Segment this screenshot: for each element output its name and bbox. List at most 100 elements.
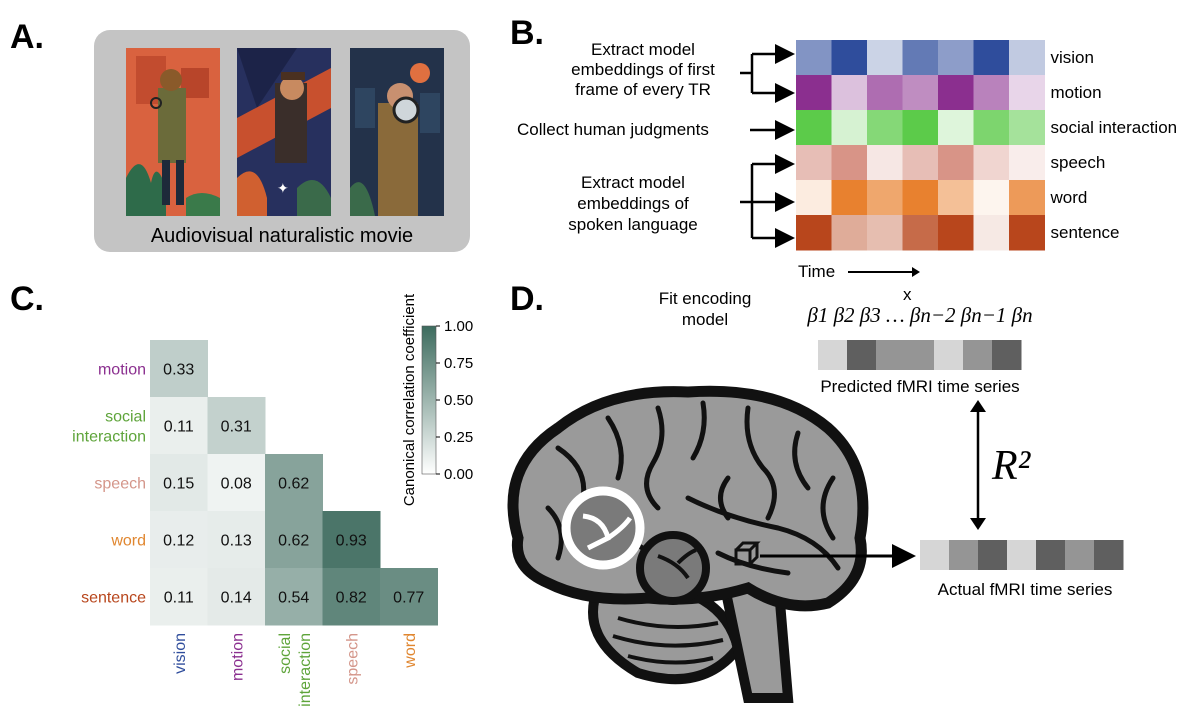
heatmap-cell bbox=[322, 511, 381, 569]
heatmap-cell bbox=[265, 511, 323, 569]
feature-cell bbox=[1009, 75, 1045, 111]
heatmap-cell bbox=[322, 568, 381, 626]
voxel-cube bbox=[734, 541, 761, 566]
heatmap-col-label: social bbox=[277, 633, 294, 674]
roi-black-circle bbox=[636, 531, 710, 605]
feature-cell bbox=[973, 215, 1010, 251]
heatmap-cell bbox=[380, 568, 438, 626]
panel-a-letter: A. bbox=[10, 18, 44, 56]
movie-still-2: ✦ bbox=[237, 48, 331, 216]
heatmap-value-label: 0.54 bbox=[278, 590, 309, 607]
feature-cell bbox=[973, 75, 1010, 111]
multiply-x-label: x bbox=[903, 285, 912, 304]
actual-series bbox=[920, 540, 1124, 570]
colorbar-tick-05: 0.50 bbox=[444, 392, 473, 409]
heatmap-cell bbox=[150, 397, 208, 455]
feature-cell bbox=[831, 40, 868, 76]
feature-cell bbox=[902, 75, 939, 111]
heatmap-row-label: social bbox=[105, 409, 146, 426]
heatmap-cell bbox=[207, 397, 266, 455]
heatmap-cell bbox=[265, 454, 323, 512]
movie-still-1 bbox=[126, 48, 220, 216]
feature-cell bbox=[1009, 145, 1045, 181]
actual-series-cell bbox=[920, 540, 950, 570]
colorbar-tick-1: 1.00 bbox=[444, 318, 473, 335]
heatmap-cell bbox=[265, 568, 323, 626]
heatmap-cell bbox=[207, 568, 266, 626]
r-squared-label: R² bbox=[992, 443, 1031, 489]
heatmap-row-label: speech bbox=[94, 476, 146, 493]
movie-still-3 bbox=[350, 48, 444, 216]
predicted-series-cell bbox=[963, 340, 993, 370]
feature-cell bbox=[938, 145, 974, 181]
feature-cell bbox=[1009, 40, 1045, 76]
heatmap-value-label: 0.93 bbox=[336, 533, 367, 550]
heatmap-value-label: 0.31 bbox=[221, 419, 252, 436]
feature-cell bbox=[938, 40, 974, 76]
time-arrow bbox=[848, 267, 920, 277]
colorbar-label: Canonical correlation coefficient bbox=[401, 293, 418, 506]
feature-row-label: sentence bbox=[1051, 223, 1120, 242]
extract-visual-label: Extract model embeddings of first frame … bbox=[571, 40, 715, 99]
heatmap-col-label: vision bbox=[172, 633, 189, 674]
colorbar-tick-0: 0.00 bbox=[444, 466, 473, 483]
predicted-series bbox=[818, 340, 1022, 370]
feature-cell bbox=[796, 180, 832, 216]
panel-c-letter: C. bbox=[10, 280, 44, 318]
heatmap-value-label: 0.14 bbox=[221, 590, 252, 607]
extract-language-label: Extract model embeddings of spoken langu… bbox=[568, 173, 698, 234]
feature-row-label: word bbox=[1050, 188, 1088, 207]
heatmap-cell bbox=[150, 511, 208, 569]
heatmap-col-label: interaction bbox=[297, 633, 314, 707]
feature-cell bbox=[796, 40, 832, 76]
feature-cell bbox=[902, 180, 939, 216]
svg-text:✦: ✦ bbox=[277, 180, 289, 196]
heatmap-row-label: sentence bbox=[81, 590, 146, 607]
feature-cell bbox=[831, 180, 868, 216]
heatmap-row-label: word bbox=[110, 533, 146, 550]
beta-coefficients: β1 β2 β3 … βn−2 βn−1 βn bbox=[807, 303, 1033, 327]
heatmap-value-label: 0.62 bbox=[278, 533, 309, 550]
feature-cell bbox=[867, 40, 903, 76]
heatmap-cell bbox=[150, 340, 208, 398]
feature-cell bbox=[796, 215, 832, 251]
feature-cell bbox=[867, 145, 903, 181]
feature-cell bbox=[796, 110, 832, 146]
feature-cell bbox=[1009, 110, 1045, 146]
colorbar: 1.00 0.75 0.50 0.25 0.00 Canonical corre… bbox=[401, 293, 473, 506]
feature-cell bbox=[902, 145, 939, 181]
heatmap-value-label: 0.77 bbox=[393, 590, 424, 607]
predicted-series-cell bbox=[905, 340, 935, 370]
feature-cell bbox=[973, 180, 1010, 216]
feature-cell bbox=[938, 75, 974, 111]
colorbar-tick-025: 0.25 bbox=[444, 429, 473, 446]
fit-model-label: Fit encoding model bbox=[658, 289, 752, 329]
heatmap-value-label: 0.62 bbox=[278, 476, 309, 493]
heatmap-value-label: 0.11 bbox=[164, 419, 194, 436]
feature-cell bbox=[831, 110, 868, 146]
feature-row-label: social interaction bbox=[1051, 118, 1177, 137]
feature-cell bbox=[796, 145, 832, 181]
heatmap-col-label: motion bbox=[229, 633, 246, 681]
feature-cell bbox=[1009, 215, 1045, 251]
predicted-series-cell bbox=[876, 340, 906, 370]
heatmap-value-label: 0.33 bbox=[163, 362, 194, 379]
heatmap-row-label: interaction bbox=[72, 429, 146, 446]
feature-cell bbox=[867, 215, 903, 251]
feature-cell bbox=[938, 180, 974, 216]
colorbar-ticks: 1.00 0.75 0.50 0.25 0.00 bbox=[436, 318, 473, 483]
feature-cell bbox=[867, 110, 903, 146]
feature-cell bbox=[1009, 180, 1045, 216]
actual-series-cell bbox=[1094, 540, 1124, 570]
heatmap-value-label: 0.12 bbox=[163, 533, 194, 550]
actual-series-cell bbox=[978, 540, 1008, 570]
feature-cell bbox=[973, 40, 1010, 76]
feature-cell bbox=[831, 145, 868, 181]
heatmap-cell bbox=[207, 511, 266, 569]
feature-cell bbox=[902, 40, 939, 76]
predicted-series-cell bbox=[992, 340, 1022, 370]
heatmap-cell bbox=[150, 454, 208, 512]
feature-cell bbox=[902, 110, 939, 146]
